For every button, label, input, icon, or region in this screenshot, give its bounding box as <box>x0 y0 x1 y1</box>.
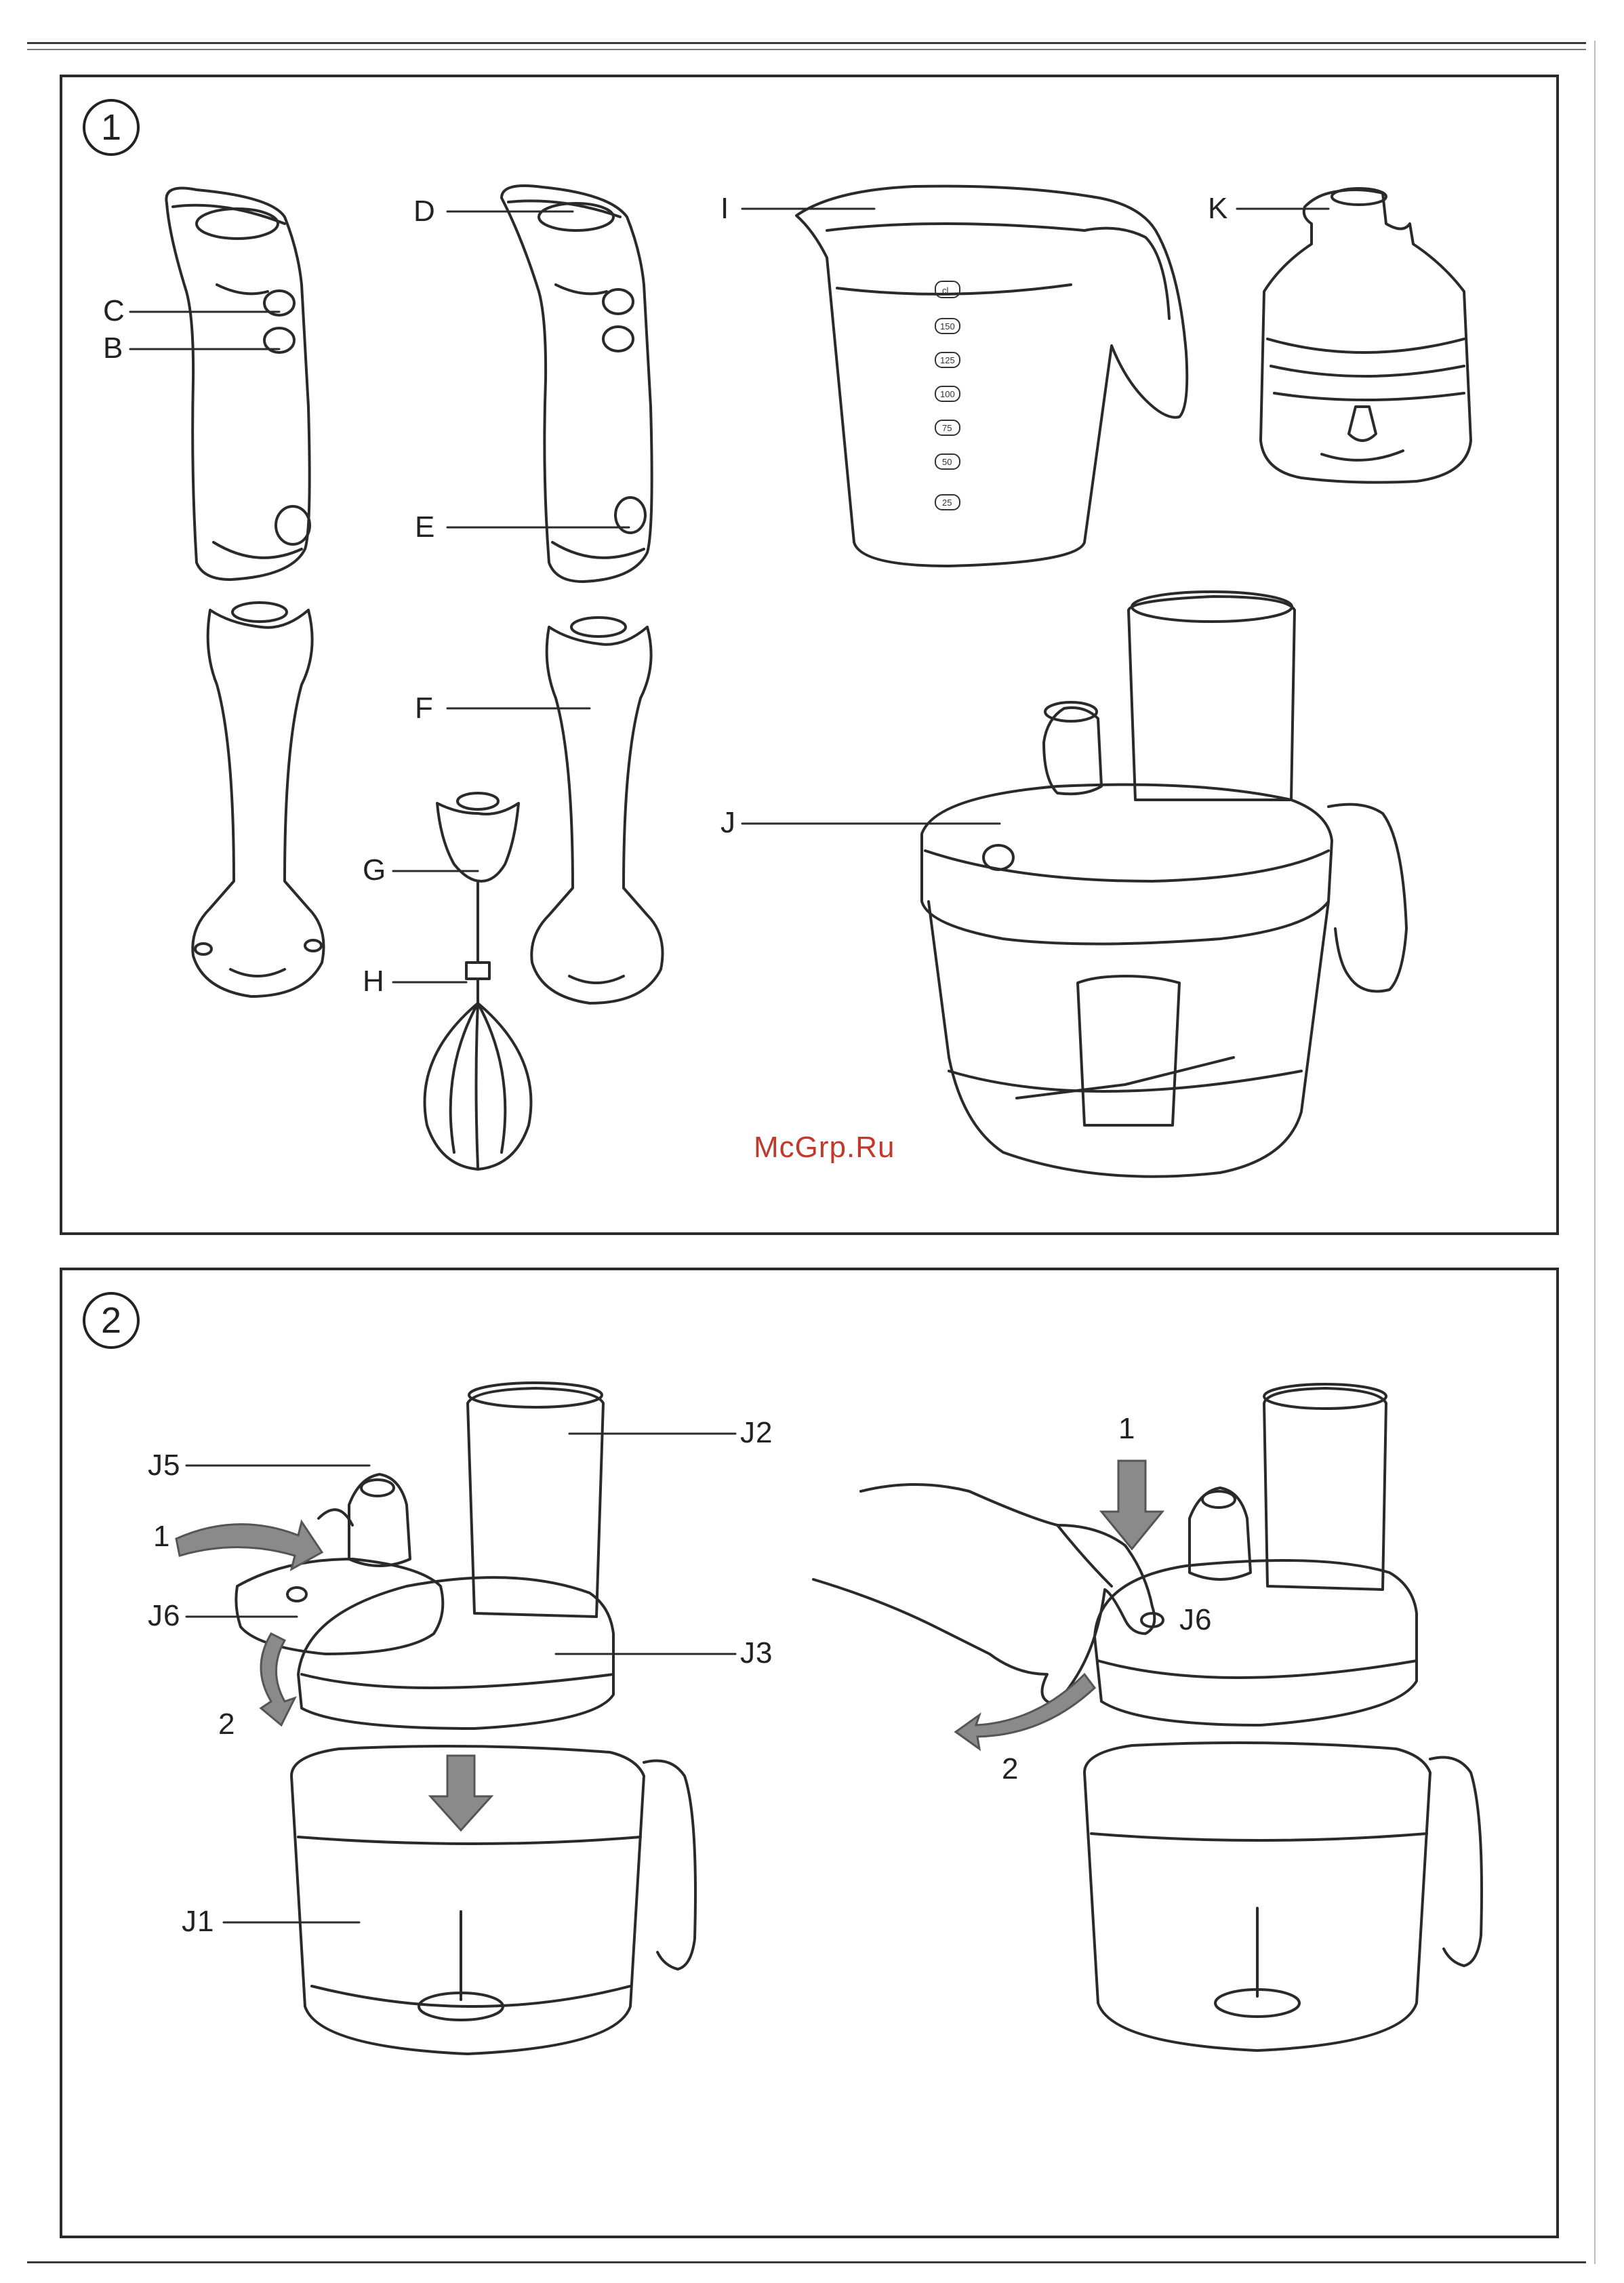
arrow-rotate-left-1 <box>176 1522 322 1569</box>
label-arrow-1-right: 1 <box>1118 1414 1135 1444</box>
label-j6-left: J6 <box>148 1601 180 1631</box>
label-j2: J2 <box>740 1418 773 1448</box>
label-j6-right: J6 <box>1179 1605 1212 1635</box>
arrow-rotate-left-2 <box>261 1634 295 1725</box>
right-margin-edge <box>1594 41 1596 2264</box>
label-arrow-2-right: 2 <box>1002 1754 1019 1784</box>
arrow-rotate-right-2 <box>956 1674 1095 1749</box>
right-assembled-drawing <box>813 1384 1482 2050</box>
label-j3: J3 <box>740 1638 773 1668</box>
label-arrow-2-left: 2 <box>218 1710 235 1739</box>
label-j5: J5 <box>148 1451 180 1480</box>
label-arrow-1-left: 1 <box>153 1522 170 1552</box>
arrow-down-left <box>430 1756 491 1830</box>
left-lid-assembly-drawing <box>236 1383 695 2054</box>
label-j1: J1 <box>182 1907 214 1937</box>
